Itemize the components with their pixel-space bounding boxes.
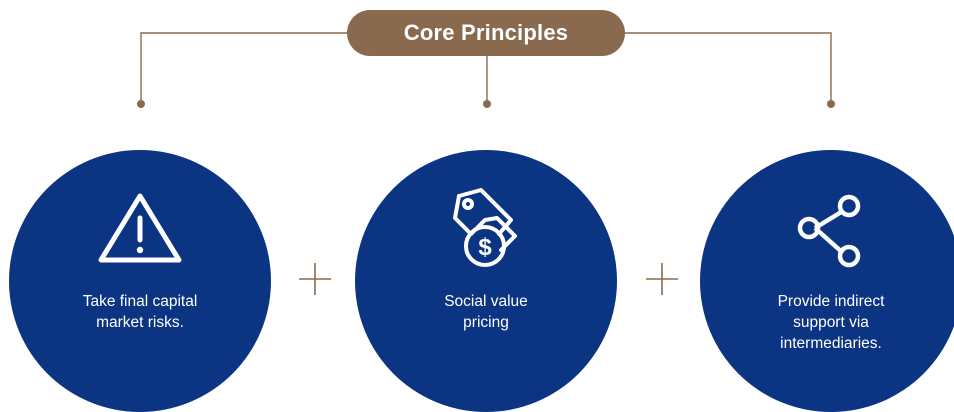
- connector-dot-left: [137, 100, 145, 108]
- warning-triangle-icon: [98, 193, 182, 263]
- plus-icon: [299, 263, 331, 295]
- principle-label: Provide indirect support via intermediar…: [777, 293, 885, 352]
- principle-circle-social-value: $ Social value pricing: [355, 150, 617, 412]
- connector-dot-center: [483, 100, 491, 108]
- principle-circle-capital-risk: Take final capital market risks.: [9, 150, 271, 412]
- share-network-icon: [797, 194, 861, 268]
- core-principles-title: Core Principles: [347, 10, 625, 56]
- connector-dot-right: [827, 100, 835, 108]
- price-tag-dollar-icon: $: [453, 188, 517, 267]
- principle-label: Take final capital market risks.: [82, 293, 198, 331]
- svg-text:$: $: [478, 234, 492, 261]
- principle-label: Social value pricing: [444, 293, 528, 331]
- principle-circle-indirect-support: Provide indirect support via intermediar…: [700, 150, 954, 412]
- plus-icon: [646, 263, 678, 295]
